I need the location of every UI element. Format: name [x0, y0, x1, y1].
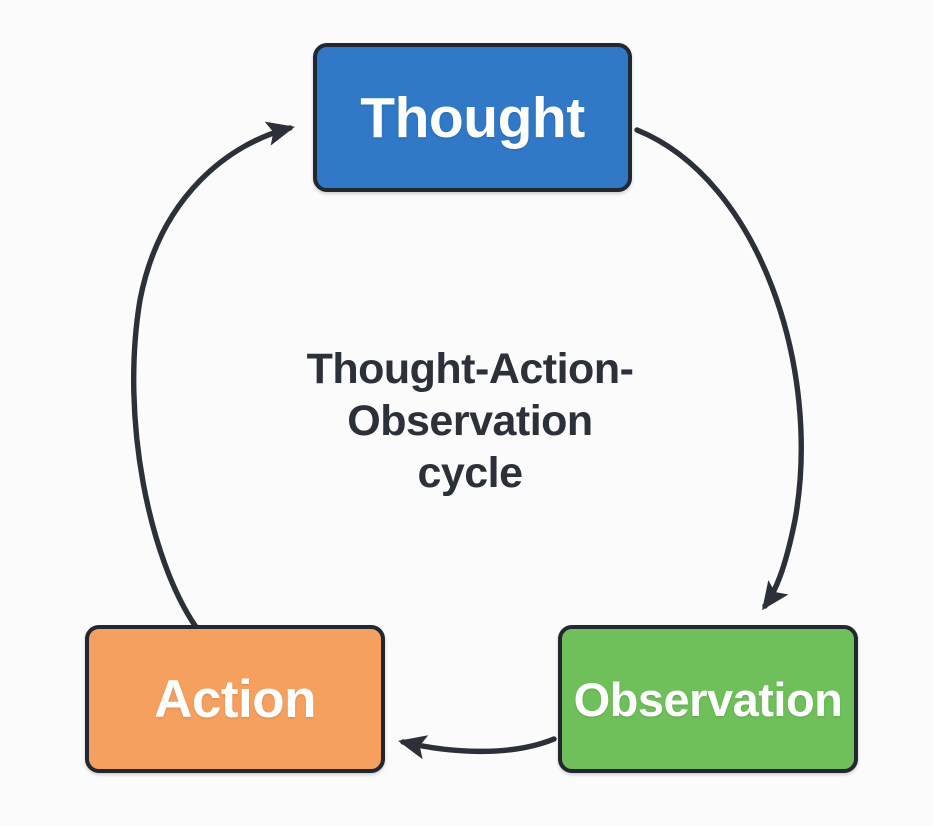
node-thought[interactable]: Thought — [313, 43, 632, 192]
edge-observation-to-action — [398, 735, 557, 760]
node-thought-label: Thought — [360, 85, 585, 150]
node-observation-label: Observation — [573, 672, 843, 726]
center-cycle-label: Thought-Action- Observation cycle — [306, 345, 634, 497]
node-action-label: Action — [154, 669, 316, 729]
node-observation[interactable]: Observation — [558, 625, 858, 773]
node-action[interactable]: Action — [85, 625, 385, 773]
